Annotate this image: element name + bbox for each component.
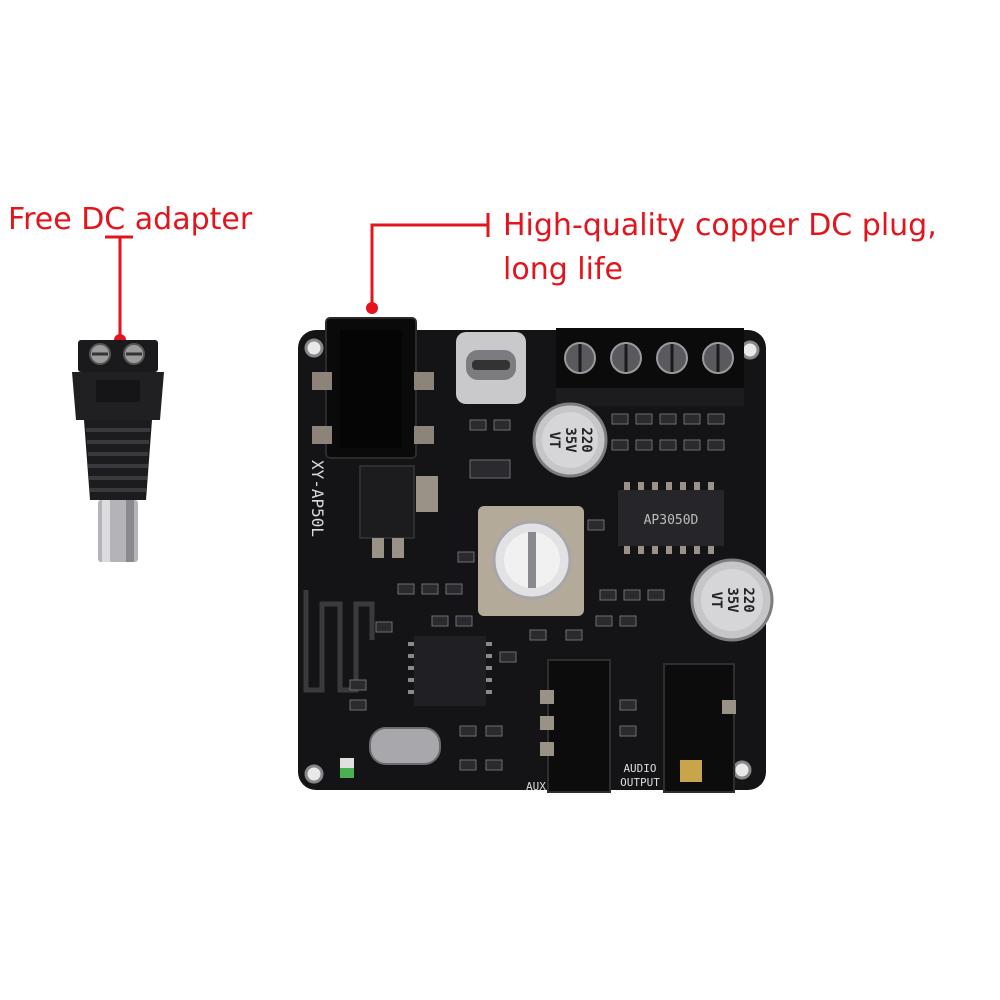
cap-right-value-2: 35V <box>724 587 740 613</box>
audio-label-line2: OUTPUT <box>620 776 660 789</box>
aux-label: AUX <box>526 780 546 793</box>
amplifier-board-image: 220 35V VT XY-AP50L AP3050D <box>298 317 774 793</box>
board-model-text: XY-AP50L <box>308 460 327 537</box>
chip-label: AP3050D <box>644 513 699 528</box>
cap-right-value-1: 220 <box>740 587 756 612</box>
dc-plug-callout-label: High-quality copper DC plug, long life <box>503 208 937 287</box>
audio-label-line1: AUDIO <box>623 762 656 775</box>
adapter-callout-line <box>105 235 133 346</box>
cap-top-value-3: VT <box>546 432 562 449</box>
cap-right-value-3: VT <box>708 592 724 609</box>
cap-top-value-2: 35V <box>562 427 578 453</box>
dc-plug-callout-line <box>366 213 490 314</box>
cap-top-value-1: 220 <box>578 427 594 452</box>
adapter-callout-label: Free DC adapter <box>8 202 253 237</box>
dc-adapter-image <box>72 340 164 562</box>
